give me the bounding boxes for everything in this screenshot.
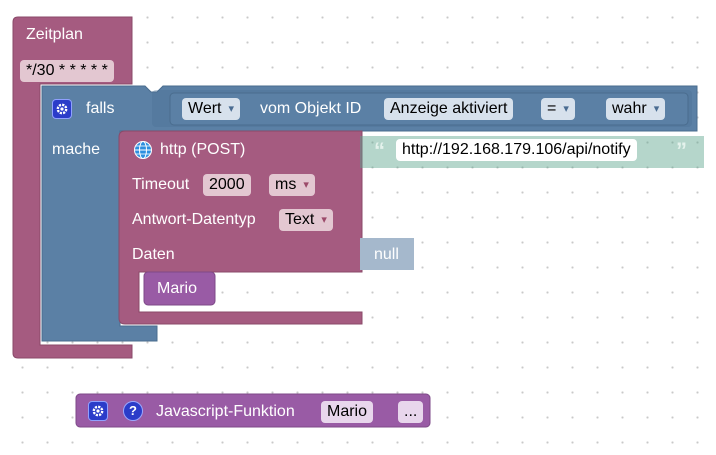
http-title: http (POST) (160, 141, 246, 158)
function-gear-icon[interactable] (88, 401, 108, 421)
schedule-title: Zeitplan (26, 26, 83, 43)
if-label: falls (86, 100, 115, 117)
null-value[interactable]: null (374, 246, 399, 263)
object-id-field[interactable]: Anzeige aktiviert (384, 98, 514, 120)
response-type-label: Antwort-Datentyp (132, 211, 256, 228)
help-icon[interactable]: ? (123, 401, 143, 421)
function-more-button[interactable]: ... (398, 401, 424, 423)
compare-value-dropdown[interactable]: wahr (606, 98, 666, 120)
response-type-dropdown[interactable]: Text (279, 209, 333, 231)
url-field[interactable]: http://192.168.179.106/api/notify (396, 139, 637, 161)
quote-close-icon: ” (676, 138, 687, 163)
cron-field[interactable]: */30 * * * * * (20, 60, 114, 82)
function-name-field[interactable]: Mario (321, 401, 374, 423)
gear-icon (56, 103, 68, 115)
if-gear-icon[interactable] (52, 99, 72, 119)
quote-open-icon: “ (374, 138, 385, 163)
do-label: mache (52, 141, 101, 158)
globe-icon (133, 140, 153, 160)
of-object-label: vom Objekt ID (260, 100, 362, 117)
timeout-unit-dropdown[interactable]: ms (269, 174, 315, 196)
timeout-field[interactable]: 2000 (203, 174, 251, 196)
callback-call-block[interactable]: Mario (157, 280, 198, 297)
data-label: Daten (132, 246, 175, 263)
function-label: Javascript-Funktion (156, 403, 295, 420)
timeout-label: Timeout (132, 176, 190, 193)
gear-icon (92, 405, 104, 417)
operator-dropdown[interactable]: = (541, 98, 575, 120)
value-dropdown[interactable]: Wert (182, 98, 241, 120)
